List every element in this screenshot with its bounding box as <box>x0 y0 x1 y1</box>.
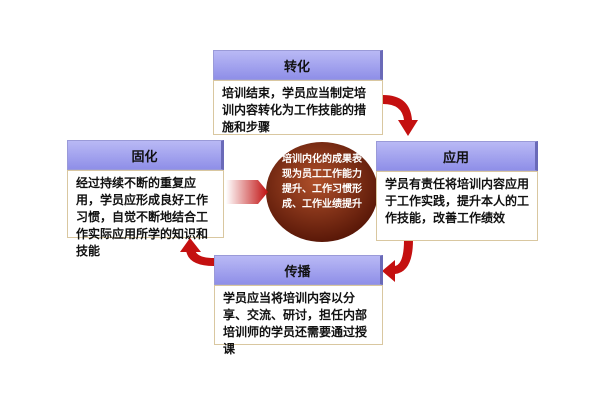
box-title: 转化 <box>213 50 383 80</box>
center-text: 培训内化的成果表现为员工工作能力提升、工作习惯形成、工作业绩提升 <box>282 154 362 210</box>
arrow-right-to-bottom <box>382 240 413 282</box>
box-consolidate: 固化 经过持续不断的重复应用，学员应形成良好工作习惯，自觉不断地结合工作实际应用… <box>67 140 224 258</box>
box-text: 学员应当将培训内容以分享、交流、研讨，担任内部培训师的学员还需要通过授课 <box>214 285 383 356</box>
box-transform: 转化 培训结束，学员应当制定培训内容转化为工作技能的措施和步骤 <box>213 50 383 135</box>
center-ellipse <box>266 142 378 242</box>
box-title: 传播 <box>214 255 383 285</box>
arrow-center-to-left <box>226 180 268 204</box>
box-title: 固化 <box>67 140 224 170</box>
box-spread: 传播 学员应当将培训内容以分享、交流、研讨，担任内部培训师的学员还需要通过授课 <box>214 255 383 356</box>
box-title: 应用 <box>376 141 538 171</box>
box-text: 学员有责任将培训内容应用于工作实践，提升本人的工作技能，改善工作绩效 <box>376 171 538 241</box>
box-apply: 应用 学员有责任将培训内容应用于工作实践，提升本人的工作技能，改善工作绩效 <box>376 141 538 241</box>
box-text: 经过持续不断的重复应用，学员应形成良好工作习惯，自觉不断地结合工作实际应用所学的… <box>67 170 224 258</box>
box-text: 培训结束，学员应当制定培训内容转化为工作技能的措施和步骤 <box>213 80 383 135</box>
arrow-top-to-right <box>383 95 418 136</box>
arrow-bottom-to-left <box>180 238 214 266</box>
